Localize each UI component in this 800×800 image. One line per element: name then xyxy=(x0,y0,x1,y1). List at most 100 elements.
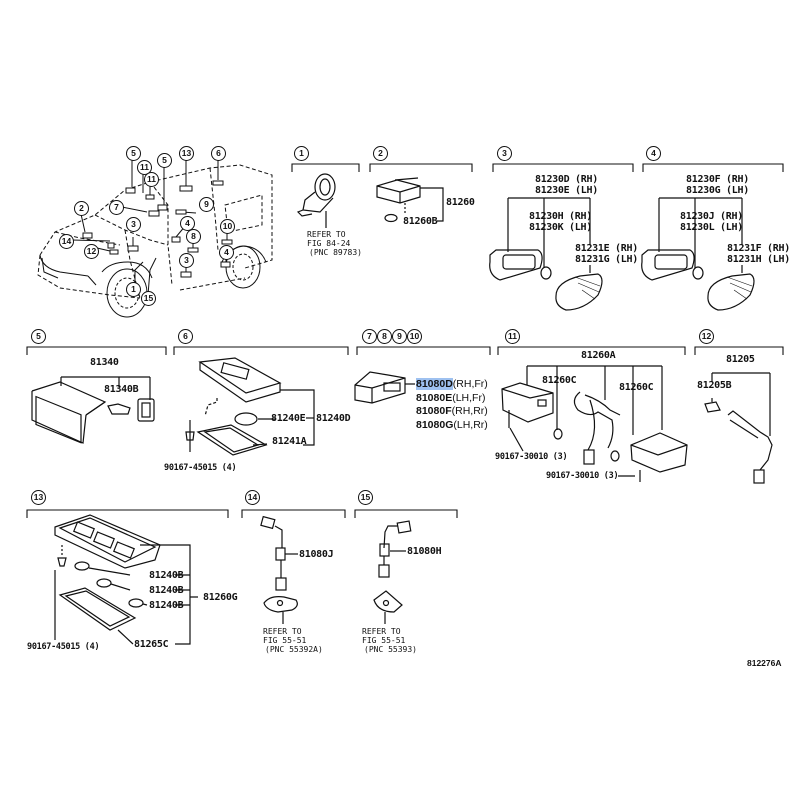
part-81260[interactable]: 81260 xyxy=(446,197,475,208)
overview-callout-4b[interactable]: 4 xyxy=(219,245,234,260)
part-81080G-qualifier: (LH,Rr) xyxy=(453,419,488,431)
group-number-15: 15 xyxy=(358,490,373,505)
part-81080E-qualifier: (LH,Fr) xyxy=(452,392,486,404)
part-81205B[interactable]: 81205B xyxy=(697,380,732,391)
part-81080E-row[interactable]: 81080E(LH,Fr) xyxy=(416,393,485,404)
part-81080H[interactable]: 81080H xyxy=(407,546,442,557)
part-90167-45015-b[interactable]: 90167-45015 (4) xyxy=(27,642,100,652)
part-81230J[interactable]: 81230J (RH) xyxy=(680,211,743,222)
part-81080J[interactable]: 81080J xyxy=(299,549,334,560)
group-number-2: 2 xyxy=(373,146,388,161)
overview-callout-10[interactable]: 10 xyxy=(220,219,235,234)
overview-callout-14[interactable]: 14 xyxy=(59,234,74,249)
group-15-drawing xyxy=(373,520,412,624)
part-81241A[interactable]: 81241A xyxy=(272,436,307,447)
group-13-drawing xyxy=(54,514,198,645)
overview-leaders xyxy=(71,159,228,296)
part-81231G[interactable]: 81231G (LH) xyxy=(575,254,638,265)
overview-callout-1[interactable]: 1 xyxy=(126,282,141,297)
part-81260B[interactable]: 81260B xyxy=(403,216,438,227)
part-81080G-row[interactable]: 81080G(LH,Rr) xyxy=(416,420,488,431)
figure-reference-code: 812276A xyxy=(747,658,782,668)
part-81080F-row[interactable]: 81080F(RH,Rr) xyxy=(416,406,488,417)
group-brackets xyxy=(26,163,784,518)
group-5-drawing xyxy=(31,376,155,444)
part-81080D-qualifier: (RH,Fr) xyxy=(452,378,488,390)
part-81260A[interactable]: 81260A xyxy=(581,350,616,361)
group-number-6: 6 xyxy=(178,329,193,344)
group-number-1: 1 xyxy=(294,146,309,161)
overview-callout-5[interactable]: 5 xyxy=(126,146,141,161)
group-number-5: 5 xyxy=(31,329,46,344)
group-12-drawing xyxy=(704,372,773,484)
part-81340B[interactable]: 81340B xyxy=(104,384,139,395)
group-number-13: 13 xyxy=(31,490,46,505)
part-90167-30010-b[interactable]: 90167-30010 (3) xyxy=(546,471,619,481)
part-81080F[interactable]: 81080F xyxy=(416,405,452,417)
part-81080E[interactable]: 81080E xyxy=(416,392,453,404)
part-81230F[interactable]: 81230F (RH) xyxy=(686,174,749,185)
part-81230G[interactable]: 81230G (LH) xyxy=(686,185,749,196)
group-1-refer-line3: (PNC 89783) xyxy=(309,248,362,257)
part-81231F[interactable]: 81231F (RH) xyxy=(727,243,790,254)
overview-callout-6[interactable]: 6 xyxy=(211,146,226,161)
group-number-11: 11 xyxy=(505,329,520,344)
part-81080D-row[interactable]: 81080D(RH,Fr) xyxy=(416,378,488,390)
group-15-refer-line3: (PNC 55393) xyxy=(364,645,417,654)
part-81240B-c[interactable]: 81240B xyxy=(149,600,184,611)
part-81340[interactable]: 81340 xyxy=(90,357,119,368)
group-number-4: 4 xyxy=(646,146,661,161)
part-81240B-a[interactable]: 81240B xyxy=(149,570,184,581)
overview-callout-2[interactable]: 2 xyxy=(74,201,89,216)
group-6-drawing xyxy=(185,357,315,456)
group-number-8: 8 xyxy=(377,329,392,344)
part-81260C-a[interactable]: 81260C xyxy=(542,375,577,386)
group-14-refer-line1: REFER TO xyxy=(263,627,302,636)
group-number-9: 9 xyxy=(392,329,407,344)
part-81080D[interactable]: 81080D xyxy=(416,378,453,390)
part-81080F-qualifier: (RH,Rr) xyxy=(451,405,488,417)
group-1-refer-line2: FIG 84-24 xyxy=(307,239,351,248)
part-81240B-b[interactable]: 81240B xyxy=(149,585,184,596)
group-number-14: 14 xyxy=(245,490,260,505)
part-81080G[interactable]: 81080G xyxy=(416,419,454,431)
group-14-refer-line3: (PNC 55392A) xyxy=(265,645,323,654)
group-2-drawing xyxy=(376,177,444,223)
group-7-10-drawing xyxy=(354,371,415,404)
overview-callout-3b[interactable]: 3 xyxy=(179,253,194,268)
part-81231E[interactable]: 81231E (RH) xyxy=(575,243,638,254)
overview-callout-13[interactable]: 13 xyxy=(179,146,194,161)
overview-callout-7[interactable]: 7 xyxy=(109,200,124,215)
overview-callout-11b[interactable]: 11 xyxy=(144,172,159,187)
group-3-drawing xyxy=(489,197,603,311)
part-81260C-b[interactable]: 81260C xyxy=(619,382,654,393)
part-81230E[interactable]: 81230E (LH) xyxy=(535,185,598,196)
part-81230H[interactable]: 81230H (RH) xyxy=(529,211,592,222)
part-81240D[interactable]: 81240D xyxy=(316,413,351,424)
group-15-refer-line1: REFER TO xyxy=(362,627,401,636)
group-14-refer-line2: FIG 55-51 xyxy=(263,636,307,645)
group-4-drawing xyxy=(641,197,755,311)
part-81240E[interactable]: 81240E xyxy=(271,413,306,424)
overview-callout-8[interactable]: 8 xyxy=(186,229,201,244)
group-14-drawing xyxy=(260,515,298,624)
group-15-refer-line2: FIG 55-51 xyxy=(362,636,406,645)
overview-callout-9[interactable]: 9 xyxy=(199,197,214,212)
overview-callout-12[interactable]: 12 xyxy=(84,244,99,259)
part-81230L[interactable]: 81230L (LH) xyxy=(680,222,743,233)
part-81265C[interactable]: 81265C xyxy=(134,639,169,650)
overview-callout-15[interactable]: 15 xyxy=(141,291,156,306)
overview-callout-3[interactable]: 3 xyxy=(126,217,141,232)
part-81230D[interactable]: 81230D (RH) xyxy=(535,174,598,185)
group-number-12: 12 xyxy=(699,329,714,344)
part-81260G[interactable]: 81260G xyxy=(203,592,238,603)
part-90167-30010-a[interactable]: 90167-30010 (3) xyxy=(495,452,568,462)
overview-callout-5b[interactable]: 5 xyxy=(157,153,172,168)
group-1-drawing xyxy=(296,173,336,228)
part-90167-45015[interactable]: 90167-45015 (4) xyxy=(164,463,237,473)
part-81230K[interactable]: 81230K (LH) xyxy=(529,222,592,233)
group-11-drawing xyxy=(501,365,688,482)
part-81231H[interactable]: 81231H (LH) xyxy=(727,254,790,265)
part-81205[interactable]: 81205 xyxy=(726,354,755,365)
